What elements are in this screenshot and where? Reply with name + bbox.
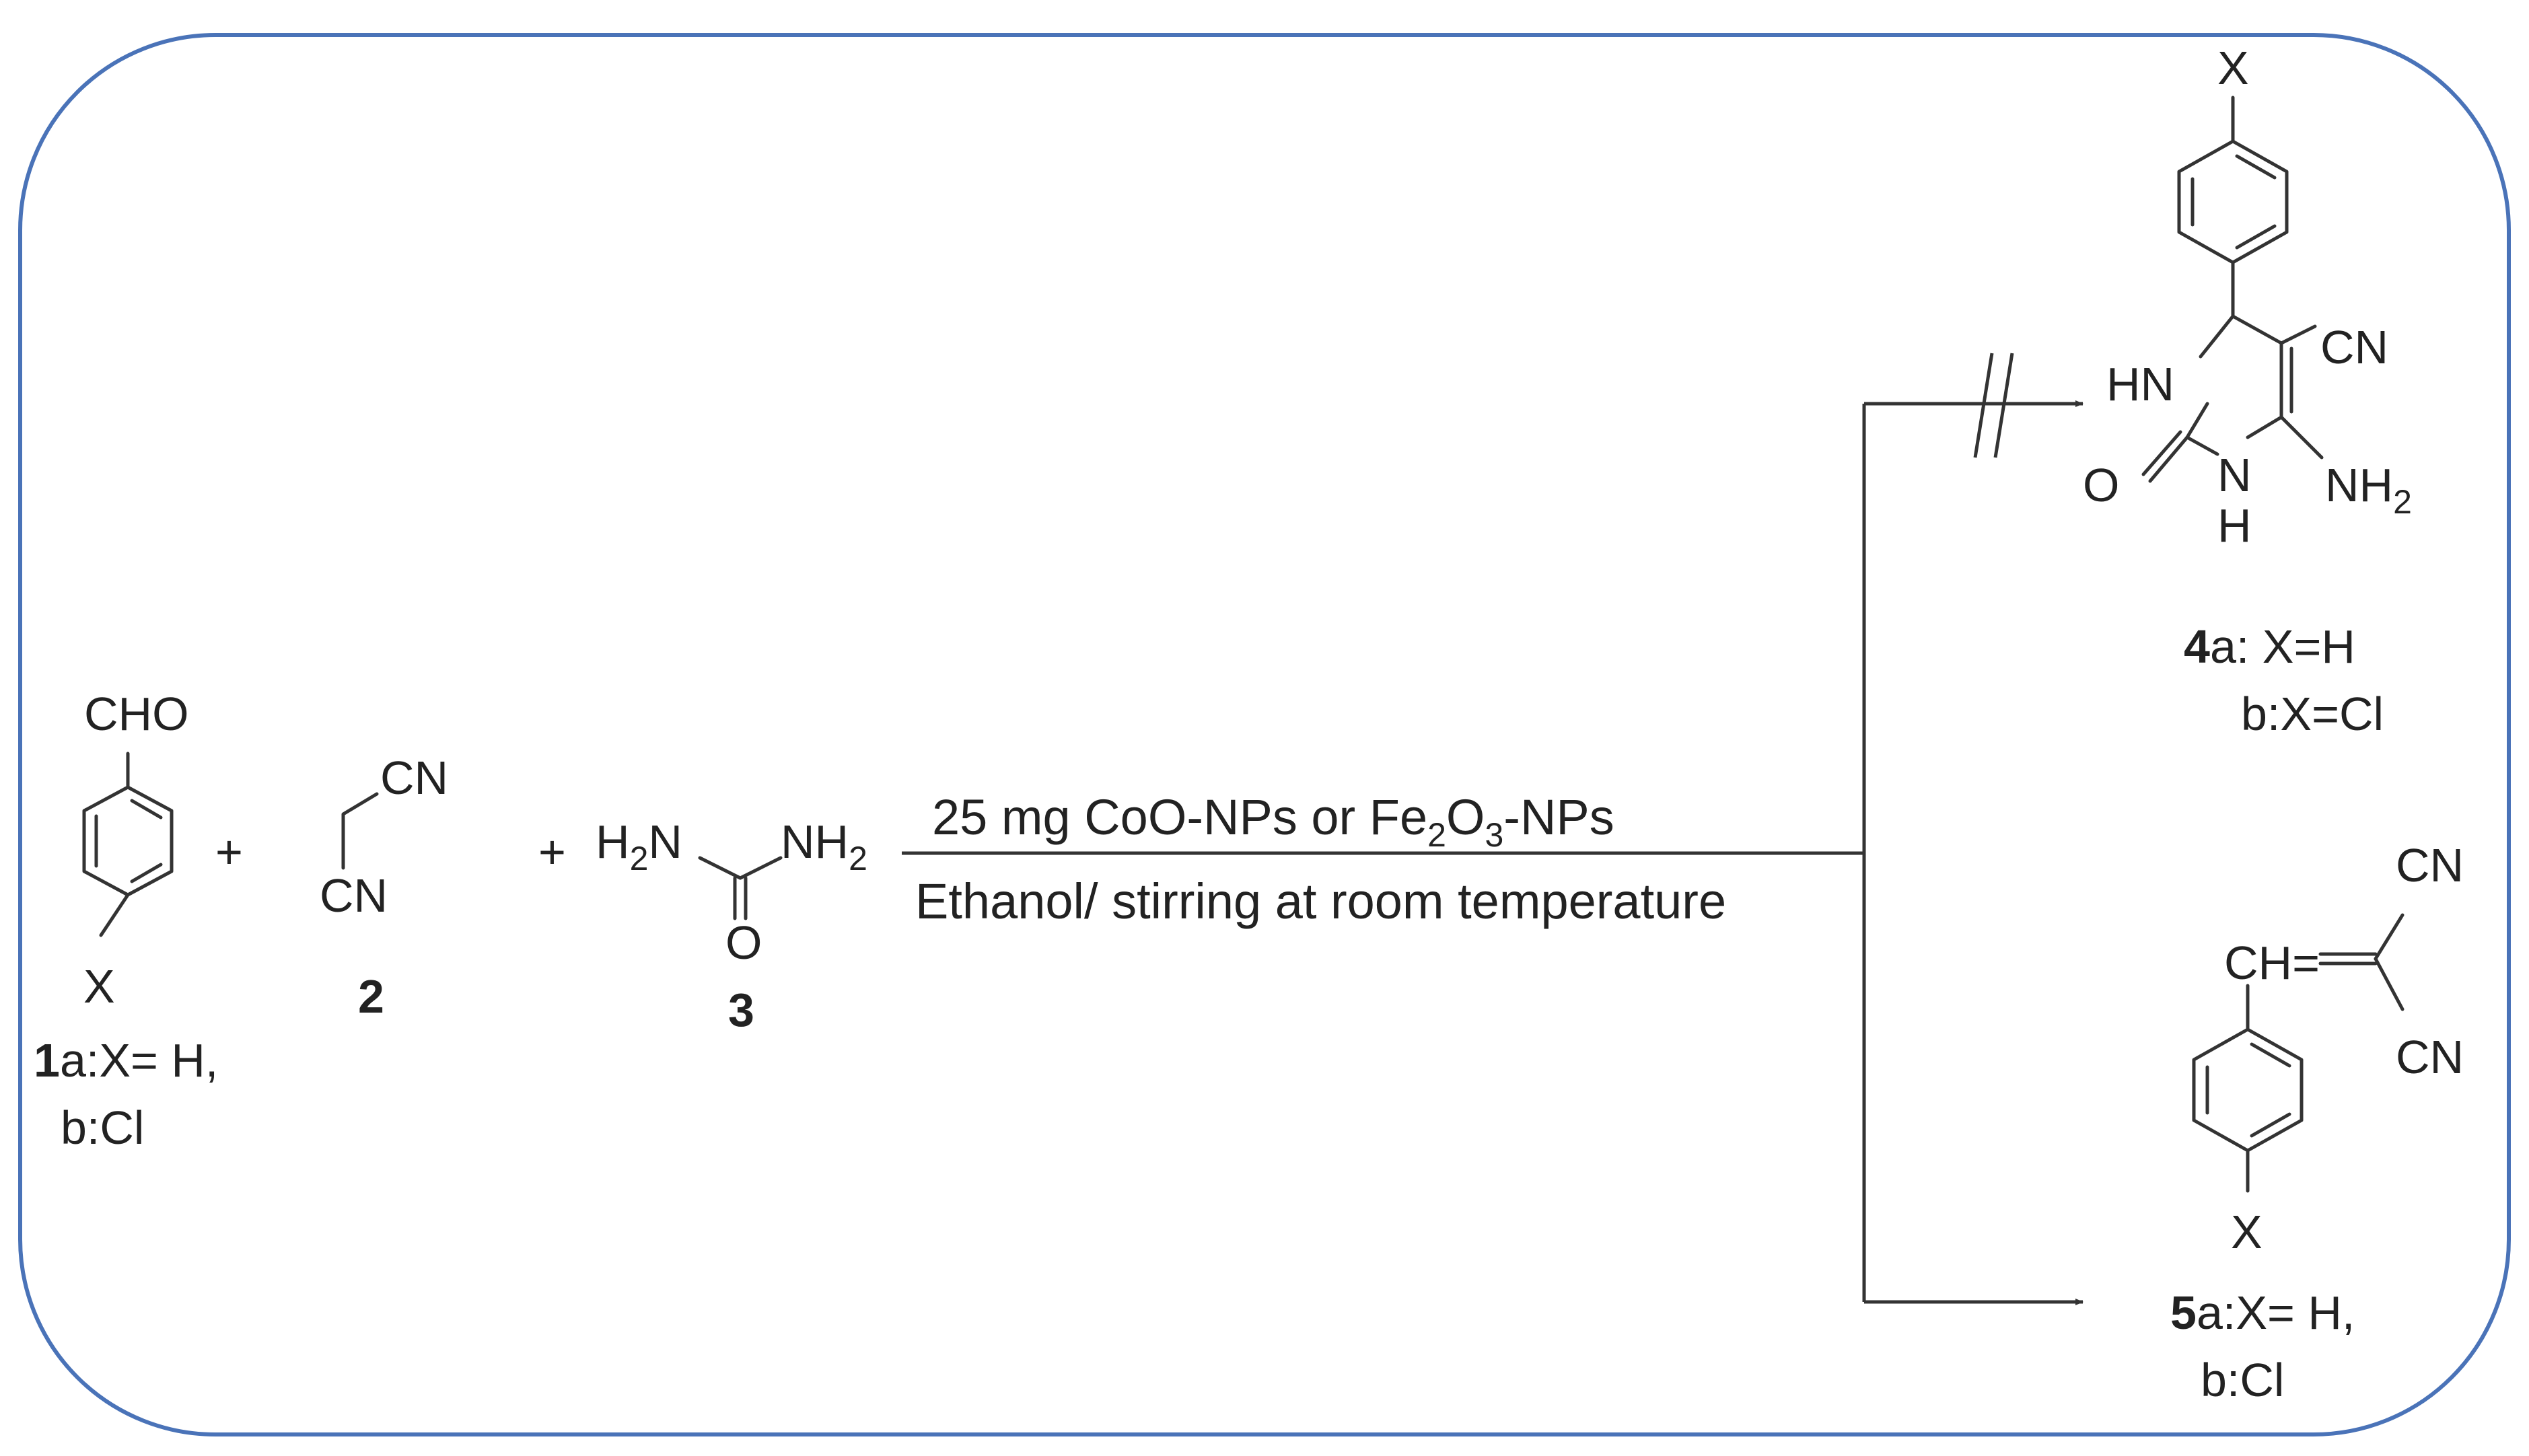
product-4-cn-label: CN — [2320, 321, 2388, 373]
frame-border — [18, 33, 2511, 1436]
product-5-variant-b: b:Cl — [2201, 1354, 2284, 1406]
conditions-above: 25 mg CoO-NPs or Fe2O3-NPs — [932, 789, 1614, 854]
reactant-1-x-label: X — [83, 960, 115, 1013]
not-formed-mark-1 — [1973, 353, 1994, 458]
reactant-1-variant-a: 1a:X= H, — [34, 1034, 218, 1087]
reactant-3-number: 3 — [728, 984, 754, 1036]
product-4-x-label: X — [2217, 42, 2249, 94]
reactant-3-left-amine: H2N — [596, 815, 682, 877]
reactant-3-right-amine: NH2 — [781, 815, 867, 877]
reactant-1-structure — [82, 752, 174, 937]
reactant-1-cho-label: CHO — [84, 688, 189, 740]
product-5-ch-label: CH= — [2224, 937, 2320, 989]
product-4-variant-b: b:X=Cl — [2241, 688, 2384, 740]
product-4-nh2-label: NH2 — [2325, 459, 2412, 521]
not-formed-mark-2 — [1993, 353, 2014, 458]
reactant-3-structure — [698, 856, 783, 920]
product-4-variant-a: 4a: X=H — [2184, 620, 2355, 673]
product-5-variant-a: 5a:X= H, — [2170, 1286, 2355, 1339]
reactant-2-cn-top: CN — [380, 752, 448, 804]
plus-sign-1: + — [215, 826, 243, 878]
reactant-2-number: 2 — [358, 970, 384, 1023]
reactant-3-carbonyl-o: O — [725, 916, 762, 969]
product-4-structure — [2141, 96, 2324, 483]
reactant-2-cn-bottom: CN — [320, 869, 388, 922]
product-5-cn-bottom: CN — [2396, 1031, 2464, 1083]
product-5-structure — [2192, 913, 2405, 1193]
product-4-hn-label: HN — [2106, 358, 2174, 410]
product-5-cn-top: CN — [2396, 839, 2464, 891]
product-4-h-label: H — [2217, 499, 2252, 552]
product-4-o-label: O — [2083, 459, 2119, 511]
product-4-n-label: N — [2217, 449, 2252, 501]
reactant-1-variant-b: b:Cl — [61, 1101, 144, 1154]
conditions-below: Ethanol/ stirring at room temperature — [915, 873, 1726, 929]
plus-sign-2: + — [538, 826, 566, 878]
product-5-x-label: X — [2231, 1206, 2263, 1258]
reactant-2-structure — [341, 792, 379, 870]
